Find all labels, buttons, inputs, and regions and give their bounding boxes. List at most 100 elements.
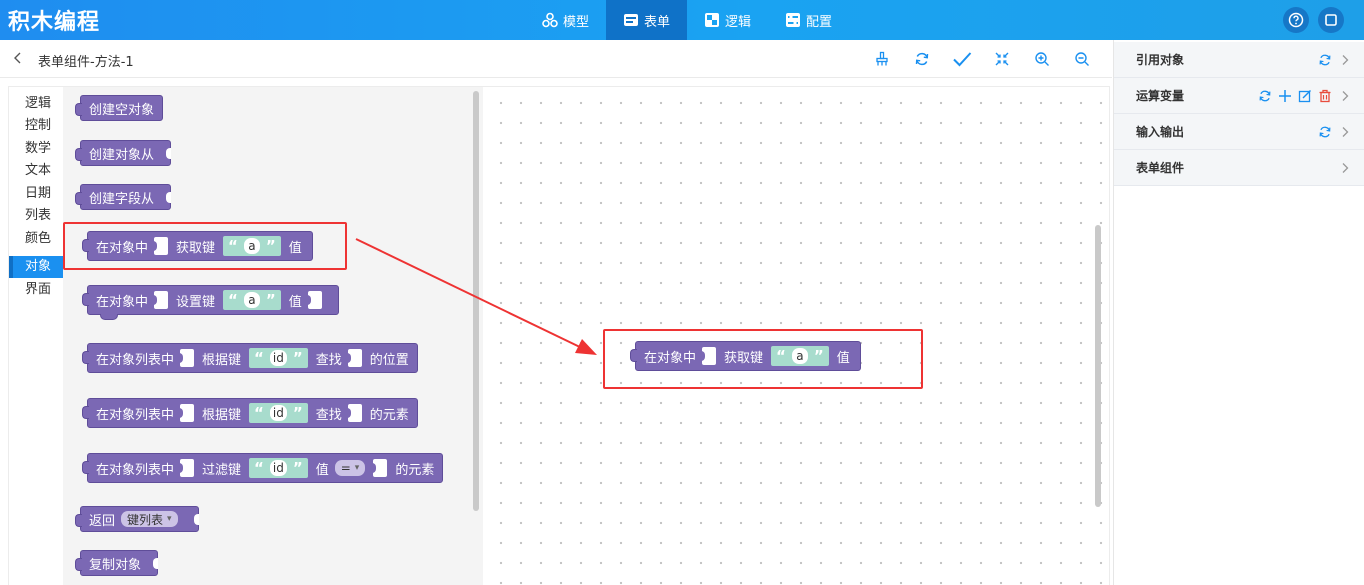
nav-tab-form-label: 表单 <box>644 14 671 30</box>
block-create-object-from[interactable]: 创建对象从 <box>74 140 172 166</box>
category-logic[interactable]: 逻辑 <box>25 96 52 111</box>
panel-row-label: 输入输出 <box>1136 125 1185 139</box>
block-object-get-value[interactable]: 在对象中 获取键 “a” 值 <box>82 231 313 261</box>
right-panel: 引用对象 运算变量 输入输出 表单组件 <box>1113 40 1364 585</box>
block-create-field-from[interactable]: 创建字段从 <box>74 184 172 210</box>
plus-icon[interactable] <box>1275 86 1295 106</box>
object-input-slot[interactable] <box>151 291 169 309</box>
back-button[interactable] <box>12 51 24 69</box>
block-suffix: 的元素 <box>369 407 409 423</box>
block-prefix: 在对象中 <box>644 350 697 366</box>
key-value[interactable]: a <box>791 348 808 364</box>
string-input[interactable]: “a” <box>223 290 281 310</box>
list-input-slot[interactable] <box>177 349 195 367</box>
help-button[interactable] <box>1283 7 1309 33</box>
panel-row-form-components[interactable]: 表单组件 <box>1114 150 1364 186</box>
zoom-in-button[interactable] <box>1022 40 1062 78</box>
string-input[interactable]: “id” <box>249 348 308 368</box>
key-value[interactable]: a <box>243 238 260 254</box>
category-text[interactable]: 文本 <box>25 163 52 178</box>
nav-tab-form[interactable]: 表单 <box>606 0 688 40</box>
list-input-slot[interactable] <box>177 404 195 422</box>
value-input-slot[interactable] <box>370 459 388 477</box>
panel-row-label: 引用对象 <box>1136 53 1185 67</box>
edit-icon[interactable] <box>1295 86 1315 106</box>
panel-row-reference-objects[interactable]: 引用对象 <box>1114 42 1364 78</box>
string-input[interactable]: “a” <box>771 346 829 366</box>
canvas-scrollbar[interactable] <box>1095 225 1101 507</box>
nav-tab-config-label: 配置 <box>806 14 833 30</box>
nav-tab-model[interactable]: 模型 <box>525 0 606 40</box>
value-input-slot[interactable] <box>304 291 322 309</box>
key-value[interactable]: a <box>243 292 260 308</box>
nav-tab-config[interactable]: 配置 <box>768 0 849 40</box>
zoom-out-button[interactable] <box>1062 40 1102 78</box>
block-list-find-position[interactable]: 在对象列表中 根据键 “id” 查找 的位置 <box>82 343 418 373</box>
config-icon <box>786 13 801 27</box>
category-ui[interactable]: 界面 <box>25 282 52 297</box>
clean-button[interactable] <box>862 40 902 78</box>
category-list[interactable]: 列表 <box>25 208 52 223</box>
key-value[interactable]: id <box>269 460 287 476</box>
block-list-filter[interactable]: 在对象列表中 过滤键 “id” 值 = 的元素 <box>81 453 444 483</box>
block-suffix: 的位置 <box>369 352 409 368</box>
category-control[interactable]: 控制 <box>25 118 52 133</box>
block-prefix: 在对象列表中 <box>96 352 175 368</box>
block-object-set-value[interactable]: 在对象中 设置键 “a” 值 <box>82 285 339 320</box>
refresh-icon[interactable] <box>1315 50 1335 70</box>
center-button[interactable] <box>982 40 1022 78</box>
object-input-slot[interactable] <box>151 237 169 255</box>
string-input[interactable]: “a” <box>223 236 281 256</box>
block-mid: 获取键 <box>176 240 216 256</box>
panel-row-io[interactable]: 输入输出 <box>1114 114 1364 150</box>
canvas-highlight-box <box>603 329 923 389</box>
string-input[interactable]: “id” <box>249 458 308 478</box>
broom-icon <box>876 51 888 66</box>
value-input-slot[interactable] <box>344 404 362 422</box>
blockly-workspace: 逻辑 控制 数学 文本 日期 列表 颜色 对象 界面 创建空对象 创建对象从 创… <box>8 86 1110 585</box>
category-color[interactable]: 颜色 <box>25 231 52 246</box>
refresh-button[interactable] <box>902 40 942 78</box>
panel-row-variables[interactable]: 运算变量 <box>1114 78 1364 114</box>
logic-icon <box>705 13 720 27</box>
block-find: 查找 <box>315 352 342 368</box>
value-input-slot[interactable] <box>344 349 362 367</box>
refresh-icon[interactable] <box>1255 86 1275 106</box>
flyout-scrollbar[interactable] <box>473 91 479 511</box>
chevron-right-icon[interactable] <box>1335 86 1355 106</box>
delete-icon[interactable] <box>1315 86 1335 106</box>
key-value[interactable]: id <box>269 405 287 421</box>
block-list-find-element[interactable]: 在对象列表中 根据键 “id” 查找 的元素 <box>82 398 418 428</box>
block-label: 创建对象从 <box>89 147 155 163</box>
refresh-icon[interactable] <box>1315 122 1335 142</box>
chevron-right-icon[interactable] <box>1335 158 1355 178</box>
return-option-dropdown[interactable]: 键列表 <box>121 511 178 527</box>
block-prefix: 在对象列表中 <box>96 407 175 423</box>
block-prefix: 在对象中 <box>96 294 149 310</box>
category-math[interactable]: 数学 <box>25 141 52 156</box>
category-date[interactable]: 日期 <box>25 186 52 201</box>
category-object[interactable]: 对象 <box>9 256 63 278</box>
block-prefix: 在对象列表中 <box>96 462 175 478</box>
nav-tab-logic[interactable]: 逻辑 <box>687 0 768 40</box>
nav-tab-logic-label: 逻辑 <box>725 14 752 30</box>
chevron-right-icon[interactable] <box>1335 122 1355 142</box>
block-create-empty-object[interactable]: 创建空对象 <box>74 95 164 121</box>
confirm-button[interactable] <box>942 40 982 78</box>
key-value[interactable]: id <box>269 350 287 366</box>
breadcrumb-title: 表单组件-方法-1 <box>38 55 134 70</box>
nav-tab-model-label: 模型 <box>563 14 590 30</box>
list-input-slot[interactable] <box>177 459 195 477</box>
fullscreen-button[interactable] <box>1318 7 1344 33</box>
object-input-slot[interactable] <box>699 347 717 365</box>
operator-dropdown[interactable]: = <box>334 460 366 476</box>
chevron-right-icon[interactable] <box>1335 50 1355 70</box>
canvas-block-object-get-value[interactable]: 在对象中 获取键 “a” 值 <box>630 341 861 371</box>
panel-row-label: 运算变量 <box>1136 89 1185 103</box>
block-find: 查找 <box>315 407 342 423</box>
blocks-canvas[interactable]: 在对象中 获取键 “a” 值 <box>483 87 1109 585</box>
string-input[interactable]: “id” <box>249 403 308 423</box>
block-mid: 设置键 <box>176 294 216 310</box>
block-copy-object[interactable]: 复制对象 <box>74 550 159 576</box>
block-return-keys[interactable]: 返回 键列表 <box>75 506 199 532</box>
